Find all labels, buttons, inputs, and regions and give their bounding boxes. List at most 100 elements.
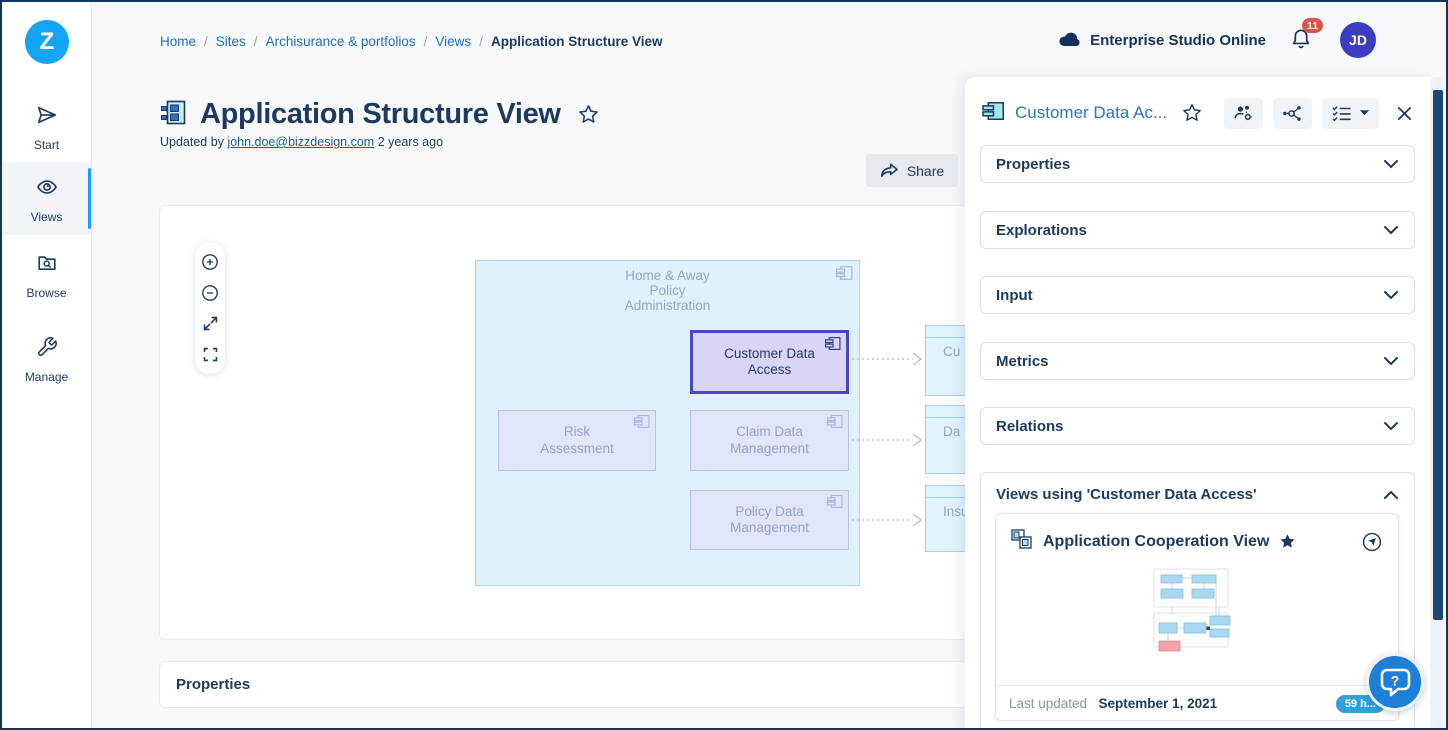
logo-letter: Z bbox=[39, 28, 55, 55]
node-risk-assessment[interactable]: Risk Assessment bbox=[498, 410, 656, 471]
page-title-row: Application Structure View bbox=[160, 98, 603, 131]
component-icon bbox=[825, 337, 841, 354]
star-filled-icon bbox=[1280, 534, 1295, 548]
section-title: Properties bbox=[996, 155, 1071, 173]
node-label: Risk Assessment bbox=[540, 424, 614, 456]
chevron-down-icon bbox=[1384, 421, 1398, 430]
cooperation-view-icon bbox=[1010, 528, 1034, 555]
section-title: Views using 'Customer Data Access' bbox=[996, 486, 1257, 503]
zoom-out-button[interactable] bbox=[197, 279, 223, 306]
breadcrumb-separator: / bbox=[253, 34, 258, 49]
chevron-down-icon bbox=[1384, 225, 1398, 234]
star-icon bbox=[578, 105, 598, 123]
close-icon bbox=[1397, 106, 1412, 120]
zoom-in-icon bbox=[202, 253, 218, 270]
sidebar-item-manage[interactable]: Manage bbox=[2, 322, 91, 398]
fullscreen-icon bbox=[203, 347, 217, 362]
chevron-down-icon bbox=[1384, 159, 1398, 168]
vertical-scrollbar-track[interactable] bbox=[1433, 77, 1443, 728]
panel-title[interactable]: Customer Data Ac... bbox=[1015, 103, 1168, 122]
panel-header: Customer Data Ac... bbox=[965, 95, 1430, 131]
sidebar-item-label: Start bbox=[33, 138, 60, 152]
sidebar-item-browse[interactable]: Browse bbox=[2, 238, 91, 314]
sidebar-item-start[interactable]: Start bbox=[2, 90, 91, 166]
updated-prefix: Updated by bbox=[160, 135, 224, 149]
node-label: Claim Data Management bbox=[730, 424, 809, 456]
cloud-icon bbox=[1058, 30, 1082, 51]
breadcrumb-separator: / bbox=[423, 34, 428, 49]
avatar-initials: JD bbox=[1349, 32, 1367, 48]
sidebar: Z Start Views Browse Manage bbox=[2, 2, 92, 728]
node-label: Cu bbox=[943, 344, 961, 359]
vertical-scrollbar-thumb[interactable] bbox=[1433, 90, 1443, 620]
notifications-button[interactable]: 11 bbox=[1290, 18, 1324, 54]
favorite-element-button[interactable] bbox=[1178, 102, 1206, 124]
checklist-icon bbox=[1332, 106, 1351, 122]
updated-line: Updated by john.doe@bizzdesign.com 2 yea… bbox=[160, 135, 443, 149]
node-label: Policy Data Management bbox=[730, 503, 809, 535]
canvas-zoom-toolbar bbox=[195, 242, 225, 374]
node-policy-data-management[interactable]: Policy Data Management bbox=[690, 490, 849, 550]
breadcrumb-views[interactable]: Views bbox=[435, 34, 472, 49]
star-icon bbox=[1183, 104, 1201, 121]
breadcrumb-current: Application Structure View bbox=[490, 34, 663, 49]
users-gear-icon bbox=[1234, 105, 1252, 121]
panel-section-properties[interactable]: Properties bbox=[980, 145, 1415, 183]
panel-section-metrics[interactable]: Metrics bbox=[980, 342, 1415, 380]
bizzdesign-logo[interactable]: Z bbox=[25, 20, 69, 64]
svg-text:?: ? bbox=[1391, 673, 1400, 689]
sidebar-item-label: Views bbox=[30, 210, 63, 224]
chevron-down-icon bbox=[1384, 356, 1398, 365]
collaboration-button[interactable] bbox=[1224, 97, 1263, 129]
container-label: Home & Away Policy Administration bbox=[624, 268, 711, 314]
view-icon bbox=[160, 99, 187, 131]
close-panel-button[interactable] bbox=[1393, 105, 1416, 122]
panel-section-views-using: Views using 'Customer Data Access' Appli… bbox=[980, 472, 1415, 728]
avatar[interactable]: JD bbox=[1340, 22, 1376, 58]
breadcrumb-archisurance[interactable]: Archisurance & portfolios bbox=[265, 34, 416, 49]
section-title: Properties bbox=[176, 676, 251, 693]
node-label: Customer Data Access bbox=[724, 345, 815, 377]
breadcrumb-separator: / bbox=[204, 34, 208, 49]
panel-section-explorations[interactable]: Explorations bbox=[980, 211, 1415, 249]
view-card-application-cooperation[interactable]: Application Cooperation View bbox=[995, 513, 1399, 721]
panel-section-relations[interactable]: Relations bbox=[980, 407, 1415, 445]
diagram-canvas[interactable]: Home & Away Policy Administration Custom… bbox=[159, 205, 1430, 640]
chevron-down-icon bbox=[1384, 290, 1398, 299]
breadcrumb-separator: / bbox=[479, 34, 483, 49]
favorite-view-button[interactable] bbox=[574, 103, 603, 126]
panel-section-input[interactable]: Input bbox=[980, 276, 1415, 314]
checklist-menu-button[interactable] bbox=[1322, 97, 1379, 129]
zoom-in-button[interactable] bbox=[197, 248, 223, 275]
fullscreen-button[interactable] bbox=[197, 341, 223, 368]
node-label: Da bbox=[943, 424, 961, 439]
sidebar-item-label: Browse bbox=[26, 286, 67, 300]
component-icon bbox=[827, 495, 843, 512]
help-bubble-icon: ? bbox=[1380, 668, 1411, 697]
eye-icon bbox=[35, 176, 59, 203]
open-view-button[interactable] bbox=[1358, 531, 1386, 553]
explore-relations-button[interactable] bbox=[1273, 97, 1312, 129]
product-name: Enterprise Studio Online bbox=[1090, 31, 1266, 49]
help-chat-button[interactable]: ? bbox=[1366, 653, 1424, 711]
view-card-header: Application Cooperation View bbox=[996, 514, 1398, 555]
component-icon bbox=[982, 101, 1005, 125]
expand-diagonal-icon bbox=[203, 316, 217, 331]
fit-view-button[interactable] bbox=[197, 310, 223, 337]
breadcrumb-home[interactable]: Home bbox=[160, 34, 197, 49]
navigate-icon bbox=[1362, 532, 1382, 551]
network-icon bbox=[1283, 105, 1301, 121]
detail-panel: Customer Data Ac... Properties Explo bbox=[965, 77, 1430, 728]
section-title: Metrics bbox=[996, 352, 1049, 370]
component-icon bbox=[634, 415, 650, 432]
last-updated-date: September 1, 2021 bbox=[1098, 696, 1218, 711]
view-card-title[interactable]: Application Cooperation View bbox=[1043, 532, 1270, 550]
node-customer-data-access[interactable]: Customer Data Access bbox=[690, 330, 849, 394]
breadcrumb-sites[interactable]: Sites bbox=[215, 34, 246, 49]
updated-by-link[interactable]: john.doe@bizzdesign.com bbox=[227, 135, 375, 149]
sidebar-item-views[interactable]: Views bbox=[2, 162, 91, 235]
node-claim-data-management[interactable]: Claim Data Management bbox=[690, 410, 849, 471]
views-section-header[interactable]: Views using 'Customer Data Access' bbox=[981, 473, 1414, 503]
share-button[interactable]: Share bbox=[866, 154, 958, 187]
node-label: Insu bbox=[943, 504, 969, 519]
